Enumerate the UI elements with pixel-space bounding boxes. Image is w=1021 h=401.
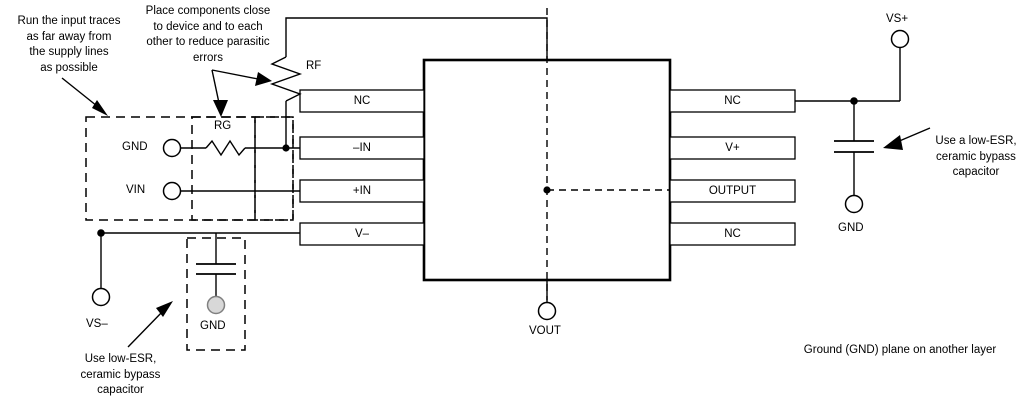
pin-box-left-nc <box>299 89 425 113</box>
dashed-gnd-capacitor-region <box>186 237 246 351</box>
pin-label-left-in-plus: +IN <box>352 185 372 197</box>
pin-label-left-in-minus: –IN <box>353 142 371 154</box>
pin-label-right-output: OUTPUT <box>708 185 757 197</box>
arrow-head-place-components-rg <box>213 100 228 117</box>
pin-label-left-nc: NC <box>353 95 371 107</box>
terminal-label-gnd-input: GND <box>122 141 148 153</box>
rf-resistor-symbol <box>269 56 303 102</box>
gnd-bottom-terminal[interactable] <box>206 295 226 315</box>
dashed-node-region <box>254 116 294 221</box>
vout-terminal[interactable] <box>537 301 557 321</box>
arrow-line-place-components-branch <box>211 69 259 80</box>
component-label-rg: RG <box>214 120 232 132</box>
v-minus-rail-node-dot <box>97 229 105 237</box>
terminal-label-vs-plus: VS+ <box>886 13 909 25</box>
vin-terminal[interactable] <box>162 181 182 201</box>
vs-minus-terminal[interactable] <box>91 287 111 307</box>
vs-plus-terminal[interactable] <box>890 29 910 49</box>
dashed-rg-region <box>191 116 256 221</box>
terminal-label-gnd-right: GND <box>838 222 864 234</box>
terminal-label-vin: VIN <box>126 184 146 196</box>
pin-box-left-v-minus <box>299 222 425 246</box>
ic-center-node-dot <box>543 186 551 194</box>
terminal-label-vout: VOUT <box>529 325 561 337</box>
arrow-line-place-components-stem <box>211 69 220 104</box>
pin-label-right-v-plus: V+ <box>725 142 740 154</box>
terminal-label-vs-minus: VS– <box>86 318 108 330</box>
note-bypass-capacitor-right: Use a low-ESR, ceramic bypass capacitor <box>935 135 1017 178</box>
dashed-input-region <box>85 116 294 221</box>
gnd-input-terminal[interactable] <box>162 138 182 158</box>
pin-box-right-nc-bottom <box>669 222 796 246</box>
inverting-node-dot <box>282 144 290 152</box>
pin-label-left-v-minus: V– <box>354 228 370 240</box>
rf-feedback-top-wire <box>285 17 548 60</box>
note-input-traces: Run the input traces as far away from th… <box>17 15 121 74</box>
arrow-head-bypass-left <box>156 301 173 317</box>
pin-box-right-output <box>669 179 796 203</box>
arrow-line-bypass-right <box>896 127 931 143</box>
note-place-components: Place components close to device and to … <box>145 5 271 64</box>
arrow-head-place-components-rf <box>255 72 272 86</box>
component-label-rf: RF <box>306 60 322 72</box>
pin-box-right-v-plus <box>669 136 796 160</box>
ground-plane-caption: Ground (GND) plane on another layer <box>803 344 997 356</box>
pin-label-right-nc-top: NC <box>724 95 741 107</box>
note-bypass-capacitor-left: Use low-ESR, ceramic bypass capacitor <box>80 353 161 396</box>
arrow-line-bypass-left <box>127 309 165 348</box>
rg-resistor-symbol <box>205 139 246 157</box>
arrow-head-input-traces <box>92 100 108 116</box>
gnd-right-terminal[interactable] <box>844 194 864 214</box>
terminal-label-gnd-bottom: GND <box>200 320 226 332</box>
arrow-head-bypass-right <box>883 135 903 150</box>
pin-label-right-nc-bottom: NC <box>724 228 741 240</box>
